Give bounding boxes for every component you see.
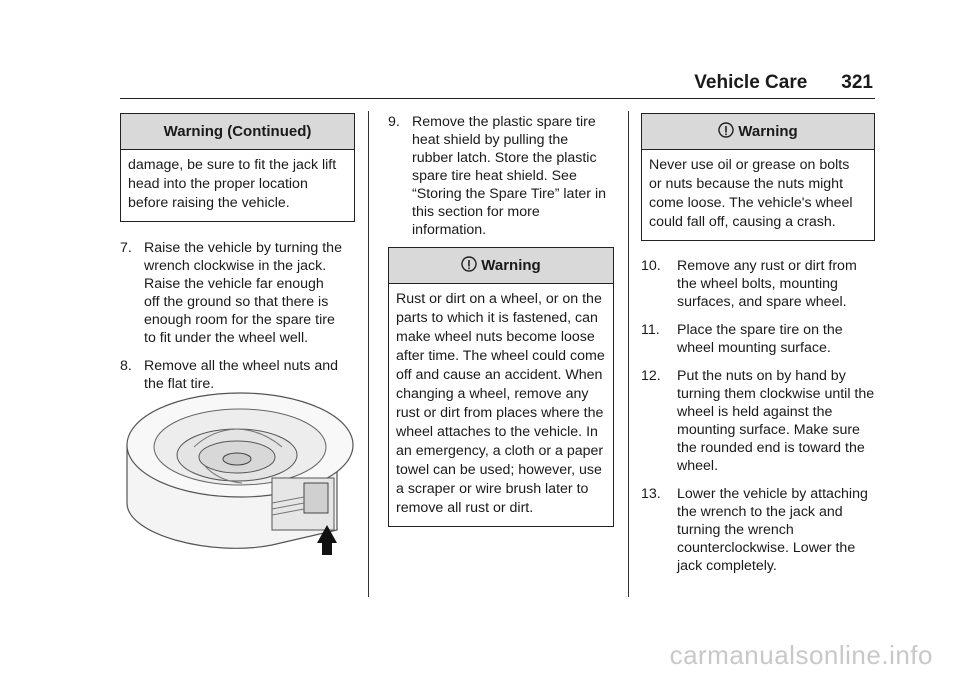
- warning-line: Never use oil or grease on bolts: [649, 157, 850, 173]
- step-13: 13. Lower the vehicle by attaching the w…: [641, 485, 875, 575]
- step-line: turning the wrench: [677, 522, 794, 538]
- step-line: turning them clockwise until the: [677, 386, 875, 402]
- warning-title-row: Warning: [389, 248, 613, 284]
- step-line: Raise the vehicle far enough: [144, 276, 324, 292]
- column-1: Warning (Continued) damage, be sure to f…: [120, 113, 355, 403]
- step-number: 10.: [641, 258, 661, 274]
- warning-title-row: Warning: [642, 114, 874, 150]
- column-divider-2: [628, 111, 629, 597]
- warning-title: Warning: [738, 123, 798, 140]
- step-number: 11.: [641, 322, 660, 338]
- step-line: Remove the plastic spare tire: [412, 114, 596, 130]
- column-2: 9. Remove the plastic spare tire heat sh…: [388, 113, 614, 527]
- step-line: Raise the vehicle by turning the: [144, 240, 342, 256]
- warning-line: wheel attaches to the vehicle. In: [396, 424, 598, 440]
- warning-body: Never use oil or grease on bolts or nuts…: [642, 150, 874, 240]
- warning-line: after time. The wheel could come: [396, 348, 605, 364]
- step-9: 9. Remove the plastic spare tire heat sh…: [388, 113, 614, 239]
- header-rule: [120, 98, 875, 99]
- warning-line: changing a wheel, remove any: [396, 386, 589, 402]
- warning-line: rust or dirt from places where the: [396, 405, 604, 421]
- step-line: rubber latch. Store the plastic: [412, 150, 597, 166]
- warning-line: make wheel nuts become loose: [396, 329, 595, 345]
- step-number: 7.: [120, 240, 132, 256]
- step-line: jack completely.: [677, 558, 777, 574]
- column-3: Warning Never use oil or grease on bolts…: [641, 113, 875, 585]
- warning-line: parts to which it is fastened, can: [396, 310, 598, 326]
- step-line: off the ground so that there is: [144, 294, 329, 310]
- warning-title: Warning: [481, 257, 541, 274]
- warning-box: Warning Never use oil or grease on bolts…: [641, 113, 875, 241]
- warning-line: damage, be sure to fit the jack lift: [128, 157, 337, 173]
- warning-line: come loose. The vehicle's wheel: [649, 195, 853, 211]
- step-line: the rounded end is toward the: [677, 440, 865, 456]
- step-line: to fit under the wheel well.: [144, 330, 309, 346]
- watermark: carmanualsonline.info: [669, 640, 933, 670]
- step-number: 9.: [388, 114, 400, 130]
- warning-line: before raising the vehicle.: [128, 195, 290, 211]
- warning-body: Rust or dirt on a wheel, or on the parts…: [389, 284, 613, 526]
- page-number: 321: [841, 72, 873, 93]
- warning-line: towel can be used; however, use: [396, 462, 602, 478]
- step-11: 11. Place the spare tire on the wheel mo…: [641, 321, 875, 357]
- step-10: 10. Remove any rust or dirt from the whe…: [641, 257, 875, 311]
- warning-title: Warning (Continued): [121, 114, 354, 150]
- warning-line: an emergency, a cloth or a paper: [396, 443, 604, 459]
- step-line: spare tire heat shield. See: [412, 168, 577, 184]
- step-line: Remove any rust or dirt from: [677, 258, 857, 274]
- warning-symbol-icon: [718, 122, 734, 138]
- step-line: wheel mounting surface.: [677, 340, 831, 356]
- warning-box: Warning Rust or dirt on a wheel, or on t…: [388, 247, 614, 527]
- step-line: the wrench to the jack and: [677, 504, 843, 520]
- step-line: the wheel bolts, mounting: [677, 276, 838, 292]
- step-7: 7. Raise the vehicle by turning the wren…: [120, 239, 355, 347]
- step-line: Put the nuts on by hand by: [677, 368, 846, 384]
- warning-line: head into the proper location: [128, 176, 308, 192]
- step-line: this section for more: [412, 204, 540, 220]
- warning-line: could fall off, causing a crash.: [649, 214, 836, 230]
- warning-line: a scraper or wire brush later to: [396, 481, 589, 497]
- step-line: information.: [412, 222, 487, 238]
- step-line: Remove all the wheel nuts and: [144, 358, 339, 374]
- step-line: Lower the vehicle by attaching: [677, 486, 868, 502]
- warning-continued-box: Warning (Continued) damage, be sure to f…: [120, 113, 355, 222]
- page-header: Vehicle Care 321: [694, 72, 873, 94]
- step-number: 13.: [641, 486, 661, 502]
- step-number: 8.: [120, 358, 132, 374]
- section-title: Vehicle Care: [694, 72, 808, 93]
- warning-body: damage, be sure to fit the jack lift hea…: [121, 150, 354, 221]
- step-line: enough room for the spare tire: [144, 312, 335, 328]
- step-line: “Storing the Spare Tire” later in: [412, 186, 606, 202]
- warning-line: remove all rust or dirt.: [396, 500, 534, 516]
- step-line: surfaces, and spare wheel.: [677, 294, 847, 310]
- step-line: wrench clockwise in the jack.: [144, 258, 327, 274]
- step-line: the flat tire.: [144, 376, 215, 392]
- warning-symbol-icon: [461, 256, 477, 272]
- column-divider-1: [368, 111, 369, 597]
- step-line: wheel.: [677, 458, 719, 474]
- warning-line: Rust or dirt on a wheel, or on the: [396, 291, 602, 307]
- spare-tire-illustration: [126, 392, 354, 555]
- step-line: Place the spare tire on the: [677, 322, 843, 338]
- step-line: heat shield by pulling the: [412, 132, 569, 148]
- step-line: mounting surface. Make sure: [677, 422, 860, 438]
- step-8: 8. Remove all the wheel nuts and the fla…: [120, 357, 355, 393]
- warning-line: off and cause an accident. When: [396, 367, 603, 383]
- step-number: 12.: [641, 368, 661, 384]
- step-line: wheel is held against the: [677, 404, 833, 420]
- step-line: counterclockwise. Lower the: [677, 540, 856, 556]
- step-12: 12. Put the nuts on by hand by turning t…: [641, 367, 875, 475]
- warning-line: or nuts because the nuts might: [649, 176, 844, 192]
